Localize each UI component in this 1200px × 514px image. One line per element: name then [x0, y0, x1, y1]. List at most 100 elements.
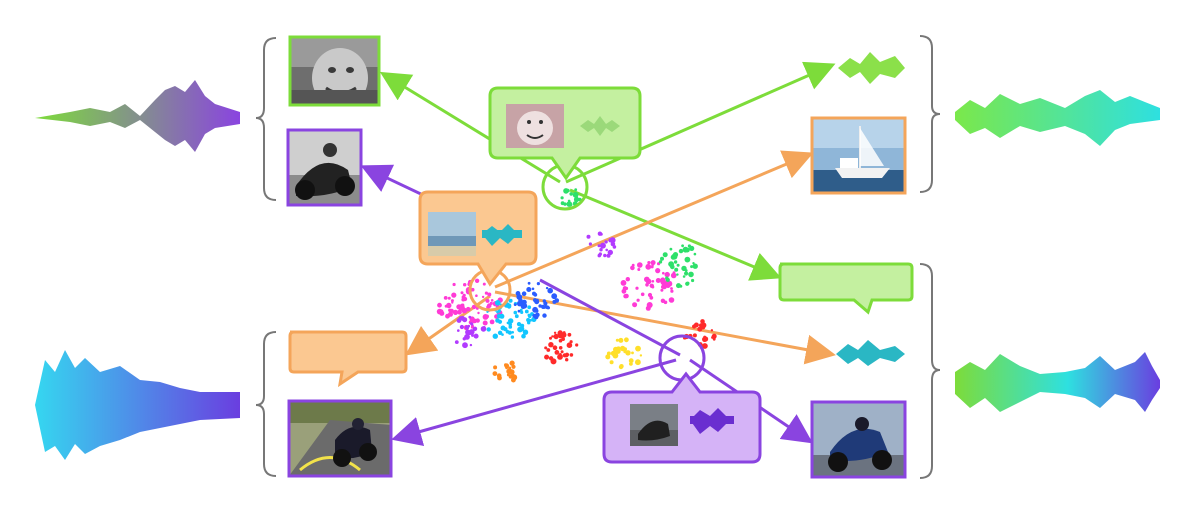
scatter-point — [702, 336, 708, 342]
audio-waveform-top-left — [35, 80, 240, 152]
thumbnail-motorcycle-parked — [810, 400, 907, 479]
scatter-point — [684, 247, 690, 253]
callout-green-face-thumbnail — [506, 104, 564, 148]
output-bubble-green — [778, 262, 914, 315]
scatter-point — [569, 192, 573, 196]
scatter-point — [670, 272, 677, 279]
scatter-point — [628, 358, 634, 364]
scatter-point — [477, 311, 480, 315]
scatter-point — [702, 343, 708, 349]
bracket-top-right — [919, 35, 941, 193]
scatter-point — [637, 268, 641, 271]
scatter-point — [670, 289, 674, 293]
scatter-point — [655, 268, 661, 274]
arrow-green-to-bubble — [569, 188, 782, 281]
scatter-point — [527, 313, 531, 317]
scatter-point — [692, 263, 698, 269]
scatter-point — [676, 263, 680, 267]
scatter-point — [560, 201, 565, 206]
scatter-point — [631, 351, 634, 355]
scatter-point — [645, 278, 652, 285]
scatter-point — [565, 358, 569, 362]
scatter-point — [492, 371, 498, 376]
scatter-point — [605, 248, 608, 252]
scatter-point — [470, 287, 475, 292]
scatter-point — [551, 335, 554, 338]
thumbnail-motorcycle-road — [287, 399, 393, 478]
scatter-cluster — [513, 281, 560, 320]
callout-purple-wave-icon — [690, 408, 734, 434]
scatter-point — [660, 288, 664, 292]
callout-green — [488, 86, 642, 181]
scatter-point — [660, 277, 666, 283]
scatter-point — [623, 347, 627, 351]
scatter-point — [511, 364, 516, 369]
scatter-point — [668, 297, 675, 303]
scatter-point — [574, 196, 579, 200]
scatter-point — [461, 297, 466, 302]
thumbnail-sailboat — [810, 116, 907, 195]
scatter-point — [497, 309, 501, 313]
scatter-point — [605, 354, 611, 360]
scatter-point — [484, 291, 488, 295]
scatter-point — [674, 267, 679, 272]
scatter-cluster — [682, 319, 717, 349]
scatter-point — [651, 285, 655, 289]
scatter-cluster — [605, 337, 643, 370]
scatter-point — [487, 292, 492, 297]
scatter-point — [508, 325, 513, 329]
scatter-cluster — [454, 315, 487, 349]
scatter-point — [511, 331, 514, 334]
scatter-point — [553, 331, 557, 334]
scatter-point — [526, 318, 531, 322]
scatter-point — [542, 313, 547, 318]
scatter-point — [475, 294, 478, 298]
scatter-point — [447, 296, 451, 300]
scatter-point — [511, 377, 516, 383]
scatter-point — [437, 302, 442, 308]
scatter-point — [520, 323, 525, 328]
scatter-point — [639, 354, 643, 357]
callout-orange-beach-thumbnail — [428, 212, 476, 256]
scatter-point — [693, 252, 697, 256]
scatter-point — [471, 304, 477, 310]
scatter-point — [514, 314, 519, 319]
scatter-point — [533, 292, 538, 297]
scatter-point — [623, 294, 628, 299]
scatter-point — [569, 203, 573, 207]
scatter-point — [616, 346, 621, 351]
thumbnail-old-man — [288, 35, 381, 107]
scatter-point — [681, 244, 684, 248]
scatter-point — [452, 282, 456, 287]
scatter-point — [603, 253, 607, 258]
scatter-cluster — [620, 260, 677, 311]
scatter-point — [508, 298, 513, 303]
scatter-point — [664, 271, 670, 278]
thumbnail-motorcycle-racer — [286, 128, 363, 207]
scatter-point — [510, 335, 515, 339]
scatter-point — [465, 306, 471, 312]
scatter-point — [651, 280, 655, 283]
scatter-point — [562, 353, 567, 358]
scatter-point — [486, 327, 491, 332]
scatter-point — [567, 332, 572, 337]
scatter-point — [545, 286, 549, 290]
scatter-point — [554, 350, 560, 355]
scatter-point — [457, 309, 462, 315]
scatter-point — [532, 306, 538, 313]
scatter-point — [548, 356, 554, 361]
scatter-point — [462, 293, 466, 297]
scatter-point — [460, 291, 464, 295]
scatter-point — [697, 326, 703, 332]
scatter-point — [676, 273, 679, 276]
scatter-point — [518, 298, 523, 303]
scatter-point — [446, 302, 452, 309]
scatter-point — [465, 329, 471, 335]
scatter-point — [671, 253, 678, 260]
scatter-point — [563, 188, 569, 194]
scatter-point — [509, 360, 515, 366]
scatter-point — [472, 326, 478, 331]
scatter-point — [684, 271, 689, 276]
